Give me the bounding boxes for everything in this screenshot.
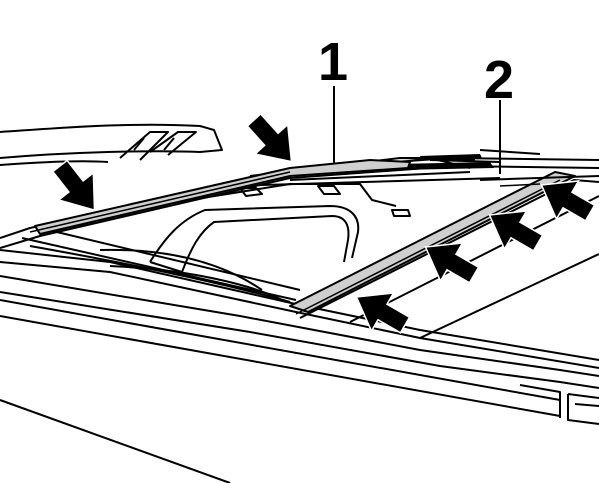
glass-opening <box>21 183 411 303</box>
roof-background-lines <box>0 123 223 166</box>
arrow-icon <box>236 104 309 178</box>
leader-lines <box>333 86 501 174</box>
rear-slat-bar <box>395 154 494 170</box>
callout-label-2: 2 <box>484 50 514 110</box>
callout-label-1: 1 <box>318 32 348 92</box>
seal-1 <box>29 159 411 235</box>
seal-2 <box>289 171 599 339</box>
